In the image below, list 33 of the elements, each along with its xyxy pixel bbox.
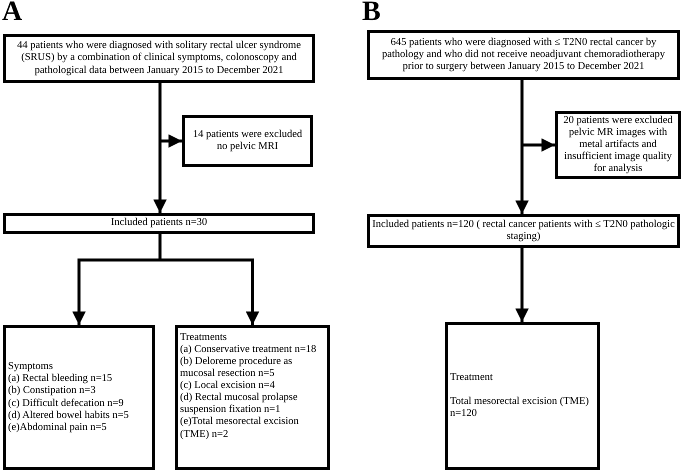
box-text: (e)Total mesorectal excision (TME) n=2 [180, 416, 300, 441]
box-text: (b) Constipation n=3 [8, 385, 96, 398]
flow-box [367, 30, 680, 80]
box-text: (b) Deloreme procedure as mucosal resection n=5 [180, 356, 294, 380]
box-text: 20 patients were excluded pelvic MR images with metal artifacts and insufficient image quality for analysis [562, 114, 674, 176]
box-heading: Treatments [180, 332, 227, 344]
box-text: (c) Difficult defecation n=9 [8, 398, 124, 410]
box-text: 14 patients were excluded no pelvic MRI [192, 128, 304, 154]
box-heading: Treatment [450, 372, 493, 384]
box-text: 44 patients who were diagnosed with solitary rectal ulcer syndrome (SRUS) by a combination of clinical symptoms, colonoscopy and pathological data between January 2015 to December 2021 [16, 40, 302, 77]
box-text: (a) Conservative treatment n=18 [180, 344, 316, 356]
box-text: (c) Local excision n=4 [180, 380, 275, 392]
panel-letter: A [2, 0, 22, 26]
flow-box [175, 325, 330, 470]
flow-box [182, 115, 313, 167]
flow-box [3, 325, 155, 470]
box-heading: Symptoms [8, 361, 53, 374]
box-text: (e)Abdominal pain n=5 [8, 422, 107, 434]
flow-box [555, 111, 681, 179]
box-text: (a) Rectal bleeding n=15 [8, 373, 112, 386]
box-text: (d) Altered bowel habits n=5 [8, 410, 129, 422]
box-text: Included patients n=30 [110, 217, 208, 230]
flow-box [3, 213, 315, 234]
box-text: Total mesorectal excision (TME) n=120 [450, 396, 590, 420]
box-text: Included patients n=120 ( rectal cancer patients with ≤ T2N0 pathologic staging) [372, 218, 675, 244]
flow-box [367, 214, 680, 248]
arrow [515, 248, 529, 322]
box-text: (d) Rectal mucosal prolapse suspension fixation n=1 [180, 392, 298, 416]
panel-letter: B [362, 0, 381, 26]
box-text: 645 patients who were diagnosed with ≤ T2N0 rectal cancer by pathology and who did not receive neoadjuvant chemoradiotherapy prior to surgery between January 2015 to December 2021 [380, 36, 666, 74]
flow-box [3, 34, 315, 83]
arrow [158, 234, 260, 325]
flow-box [445, 322, 600, 470]
